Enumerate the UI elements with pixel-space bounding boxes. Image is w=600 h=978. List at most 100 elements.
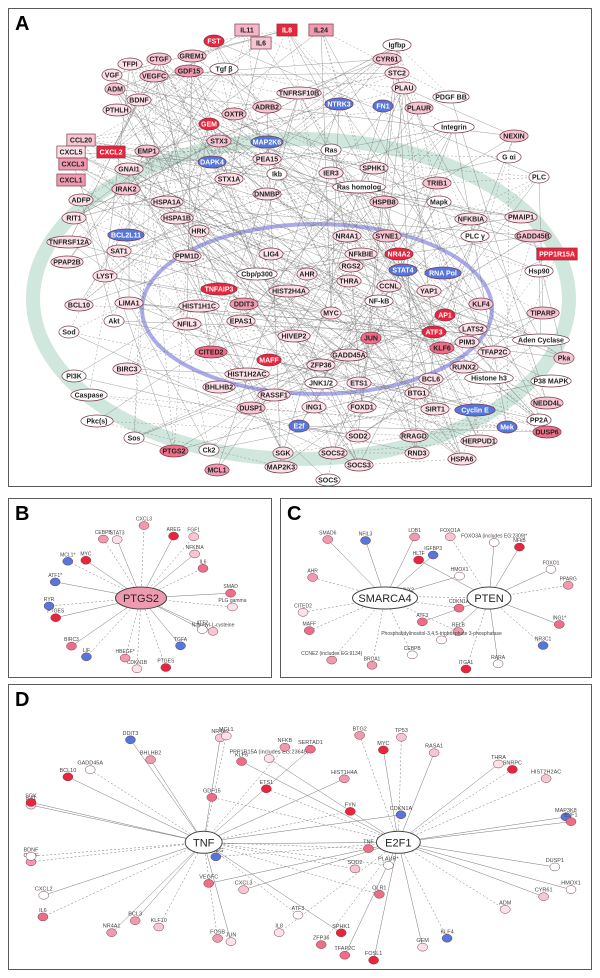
panel-a-edge [474, 176, 540, 237]
panel-d-edge [243, 842, 399, 890]
panel-a-node-shape [424, 266, 462, 280]
panel-b-node-shape [175, 641, 186, 651]
panel-d-node-tnf: TNF [363, 840, 374, 853]
panel-d-edge [130, 739, 204, 843]
panel-c-node-shape [366, 661, 378, 670]
panel-a-node-dapk4: DAPK4 [197, 155, 227, 169]
panel-d-node-label: SERTAD1 [298, 740, 323, 746]
panel-d-node-label: GDF15 [203, 788, 221, 794]
panel-a-node-jun: JUN [360, 331, 382, 345]
panel-a-node-label: RRAGD [401, 434, 427, 441]
panel-d-node-label: BHLHB2 [140, 751, 161, 757]
panel-a-edge [78, 304, 474, 330]
panel-a-node-label: CXCL3 [62, 162, 85, 169]
panel-d-edge [398, 842, 506, 910]
panel-d-node-label: ZFP36 [313, 936, 330, 942]
panel-a-edge [293, 235, 348, 337]
panel-a-edge [250, 407, 329, 481]
panel-a-edge [383, 201, 522, 218]
panel-a-node-shape [318, 446, 348, 460]
panel-a-node-label: GDF15 [178, 69, 201, 76]
panel-a-node-shape [194, 345, 228, 359]
panel-a-node-shape [172, 317, 202, 331]
panel-a-node-hspa1a: HSPA1A [150, 195, 184, 209]
panel-a-node-shape [532, 425, 562, 439]
panel-a-node-tgf: Tgf β [209, 62, 239, 76]
panel-a-node-il8: IL8 [276, 23, 298, 37]
panel-c-node-label: CCNE2 (includes EG:9134) [301, 651, 362, 657]
panel-a-node-shape [454, 335, 480, 349]
panel-a-node-label: RNA Pol [429, 271, 457, 278]
panel-d-node-cxcl2: CXCL2 [35, 886, 53, 900]
panel-a-edge [72, 163, 443, 349]
panel-a-node-pthlh: PTHLH [102, 103, 132, 117]
panel-d-node-gdf15: GDF15 [203, 788, 221, 802]
panel-a-edge [80, 107, 420, 141]
panel-d-node-shape [212, 934, 223, 943]
panel-d-edge [320, 842, 399, 945]
panel-a-node-tfap2c: TFAP2C [477, 345, 511, 359]
panel-a-edge [396, 44, 452, 98]
panel-d-edge [203, 747, 286, 843]
panel-a-node-shape [526, 306, 560, 320]
panel-a-node-shape [382, 38, 412, 52]
panel-d-node-label: E2F1 [564, 813, 577, 819]
panel-d-node-shape [206, 793, 218, 802]
panel-a-node-shape [454, 212, 488, 226]
panel-d-node-shape [292, 910, 304, 920]
panel-c-edge [371, 597, 386, 666]
panel-a-node-shape [345, 429, 371, 443]
panel-d-node-il8: IL8 [273, 924, 285, 937]
panel-c-node-cdkn1a: CDKN1A [449, 599, 470, 613]
panel-a-node-label: TFPI [122, 62, 137, 69]
panel-a-node-hspb8: HSPB8 [369, 195, 399, 209]
panel-a-edge [110, 42, 262, 153]
panel-a-edge [104, 167, 375, 277]
panel-a-node-fst: FST [203, 34, 225, 48]
panel-a-node-tnfrsf12a: TNFRSF12A [46, 235, 92, 249]
panel-a-node-label: HERPUD1 [462, 439, 496, 446]
panel-d-edge [203, 842, 369, 849]
panel-c-node-shape [488, 538, 500, 547]
panel-a-node-shape [296, 267, 318, 281]
panel-a-node-sat1: SAT1 [106, 244, 132, 258]
panel-a-node-label: VEGFC [142, 74, 166, 81]
panel-b-edge [49, 597, 142, 607]
panel-d-node-shape [565, 817, 577, 826]
panel-a-edge [378, 176, 540, 302]
panel-a-edge [114, 88, 544, 314]
panel-a-edge [129, 63, 322, 384]
panel-a-node-shape [92, 269, 118, 283]
panel-a-node-ccnl: CCNL [376, 279, 402, 293]
panel-d-node-label: DDIT3 [122, 731, 138, 737]
panel-a-node-nedd4l: NEDD4L [530, 396, 564, 410]
panel-a-node-plau: PLAU [391, 81, 417, 95]
panel-a-node-shape [320, 143, 342, 157]
panel-a-node-ntrk3: NTRK3 [324, 97, 354, 111]
panel-a-edge [186, 323, 508, 428]
panel-d-node-label: MAP3K8 [555, 808, 577, 814]
panel-a-node-shape [338, 259, 364, 273]
panel-c-node-shape [545, 565, 557, 574]
panel-a-node-shape [198, 443, 220, 457]
panel-a-edge [320, 29, 495, 353]
panel-a-node-shape [114, 162, 144, 176]
panel-a-node-cyr61: CYR61 [372, 52, 402, 66]
panel-a-node-label: ADRB2 [255, 105, 279, 112]
panel-a-node-shape [306, 358, 336, 372]
panel-a-node-shape [524, 264, 554, 278]
panel-a-node-label: DNMBP [254, 192, 280, 199]
panel-d-node-shape [153, 922, 164, 932]
panel-a-edge [68, 40, 215, 333]
panel-a-node-bcl6: BCL6 [418, 372, 444, 386]
panel-a-edge [416, 135, 515, 454]
panel-d-node-label: OLR1 [372, 885, 386, 891]
panel-a-edge [188, 70, 212, 353]
panel-a-node-label: PTGS2 [163, 449, 186, 456]
panel-a-node-label: DAPK4 [200, 160, 224, 167]
panel-a-node-shape [372, 99, 394, 113]
panel-a-node-label: Mapk [430, 200, 448, 207]
panel-a-edge [208, 380, 552, 451]
panel-d-hub-shape [184, 830, 223, 854]
panel-a-edge [153, 75, 220, 290]
